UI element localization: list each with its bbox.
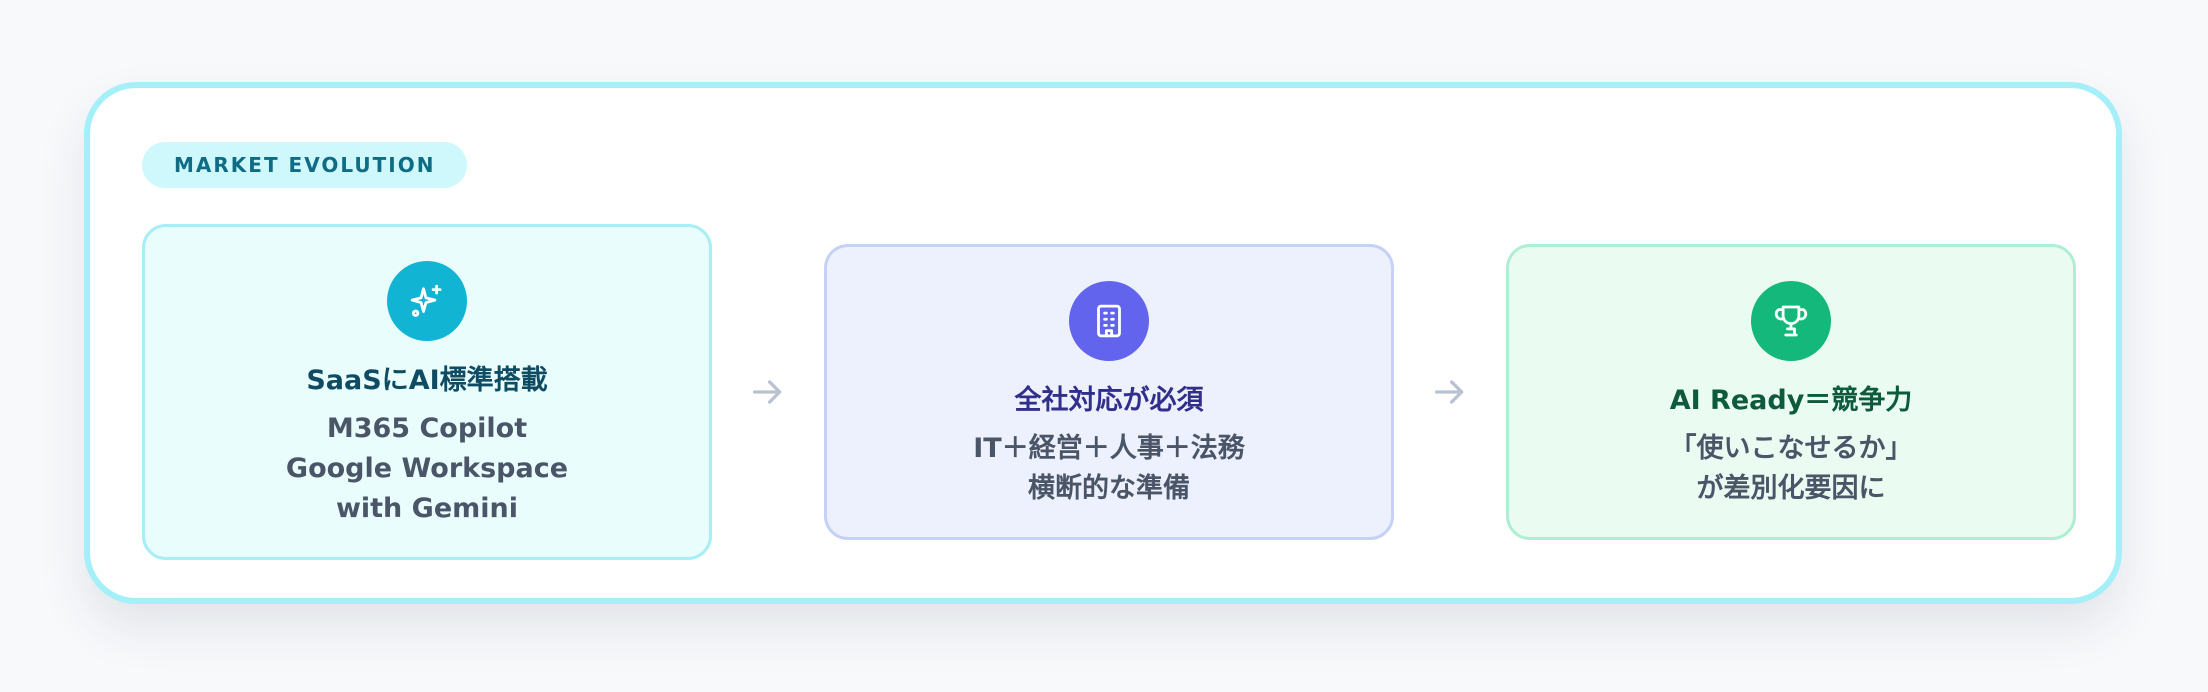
step-line: with Gemini bbox=[335, 493, 519, 524]
step-line: が差別化要因に bbox=[1696, 473, 1886, 504]
arrow-right-icon bbox=[1428, 370, 1472, 414]
step-line: 横断的な準備 bbox=[1028, 473, 1190, 504]
section-tag: MARKET EVOLUTION bbox=[142, 142, 468, 188]
evolution-flow: SaaSにAI標準搭載 M365 Copilot Google Workspac… bbox=[142, 224, 2076, 560]
building-icon bbox=[1069, 281, 1149, 361]
sparkles-icon bbox=[387, 261, 467, 341]
step-line: IT＋経営＋人事＋法務 bbox=[973, 433, 1245, 464]
market-evolution-card: MARKET EVOLUTION SaaSにAI標準搭載 M365 Copilo… bbox=[84, 82, 2122, 604]
trophy-icon bbox=[1751, 281, 1831, 361]
step-line: Google Workspace bbox=[285, 453, 569, 484]
step-title: AI Ready＝競争力 bbox=[1669, 385, 1913, 416]
step-description: M365 Copilot Google Workspace with Gemin… bbox=[286, 409, 568, 529]
arrow-right-icon bbox=[746, 370, 790, 414]
step-description: 「使いこなせるか」 が差別化要因に bbox=[1670, 429, 1913, 509]
step-company-wide: 全社対応が必須 IT＋経営＋人事＋法務 横断的な準備 bbox=[824, 244, 1394, 540]
step-ai-ready: AI Ready＝競争力 「使いこなせるか」 が差別化要因に bbox=[1506, 244, 2076, 540]
step-description: IT＋経営＋人事＋法務 横断的な準備 bbox=[973, 429, 1244, 509]
step-title: 全社対応が必須 bbox=[1014, 385, 1204, 416]
step-saas-ai: SaaSにAI標準搭載 M365 Copilot Google Workspac… bbox=[142, 224, 712, 560]
step-line: 「使いこなせるか」 bbox=[1669, 433, 1913, 464]
step-line: M365 Copilot bbox=[326, 413, 528, 444]
step-title: SaaSにAI標準搭載 bbox=[306, 365, 548, 396]
